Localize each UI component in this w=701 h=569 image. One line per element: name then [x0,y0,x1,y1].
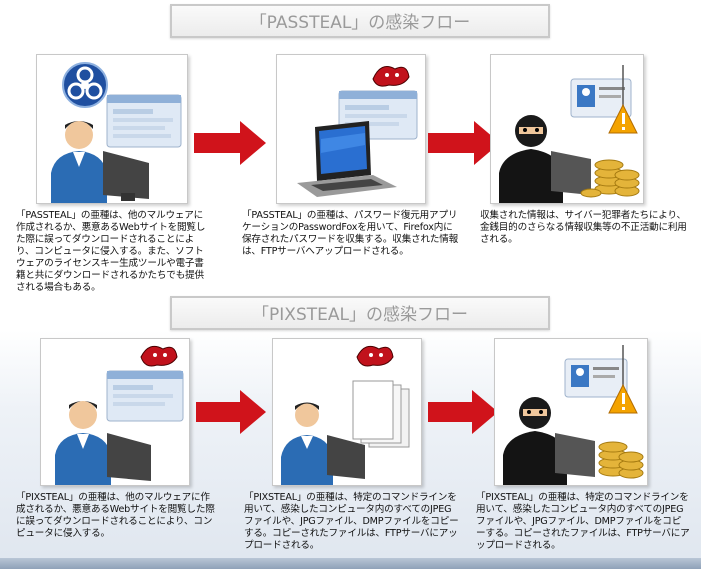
passteal-step3-illustration [490,54,644,204]
pixsteal-step1-illustration [40,338,190,486]
user-infected-icon [51,62,182,203]
passteal-step3-text: 収集された情報は、サイバー犯罪者たちにより、金銭目的のさらなる情報収集等の不正活… [480,210,687,245]
passteal-step1-illustration [36,54,188,204]
arrow-right-icon [194,121,266,165]
footer-strip [0,558,701,569]
arrow-right-icon [428,390,498,434]
arrow-right-icon [196,390,266,434]
pixsteal-step2-illustration [272,338,422,486]
pixsteal-flow-title: 「PIXSTEAL」の感染フロー [170,296,550,330]
user-malicious-site-icon [55,345,184,485]
passteal-step1-text: 「PASSTEAL」の亜種は、他のマルウェアに作成されるか、悪意あるWebサイト… [16,210,206,293]
arrow-right-icon [428,121,500,165]
user-files-copy-icon [281,345,410,485]
passteal-step2-text: 「PASSTEAL」の亜種は、パスワード復元用アプリケーションのPassword… [242,210,459,257]
passteal-flow-title: 「PASSTEAL」の感染フロー [170,4,550,38]
laptop-malware-icon [297,66,418,197]
pixsteal-step2-text: 「PIXSTEAL」の亜種は、特定のコマンドラインを用いて、感染したコンピュータ… [244,492,459,551]
pixsteal-step3-illustration [494,338,648,486]
passteal-step2-illustration [276,54,426,204]
cybercriminal-icon [503,345,644,485]
pixsteal-step3-text: 「PIXSTEAL」の亜種は、特定のコマンドラインを用いて、感染したコンピュータ… [476,492,690,551]
cybercriminal-icon [499,65,640,203]
pixsteal-step1-text: 「PIXSTEAL」の亜種は、他のマルウェアに作成されるか、悪意あるWebサイト… [16,492,215,539]
